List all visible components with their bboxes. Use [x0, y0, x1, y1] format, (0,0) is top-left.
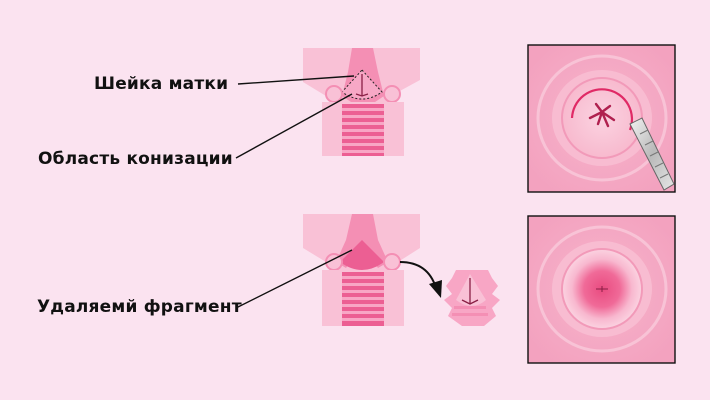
top-right-bump	[383, 85, 401, 103]
cervical-os-mark-bottom	[596, 286, 608, 292]
top-left-bump	[325, 85, 343, 103]
top-vagina-stripes	[342, 104, 384, 156]
cervical-os-mark	[588, 102, 616, 128]
bottom-cervix-view-panel	[527, 215, 676, 364]
top-cervix-view-panel	[527, 44, 676, 193]
bottom-right-bump	[383, 253, 401, 271]
leader-cervix	[237, 75, 355, 85]
leader-conization	[235, 93, 353, 159]
top-anatomy	[303, 48, 420, 156]
bottom-removed-cone	[340, 240, 384, 270]
bottom-anatomy	[303, 214, 420, 326]
leader-fragment	[235, 249, 353, 309]
label-cervix: Шейка матки	[94, 74, 229, 94]
excised-fragment	[444, 270, 500, 326]
bottom-vagina-stripes	[342, 272, 384, 326]
conization-needle-icon	[629, 117, 675, 191]
top-canal-mark	[355, 74, 369, 97]
curved-arrow-icon	[399, 261, 442, 298]
label-conization-area: Область конизации	[38, 149, 233, 169]
label-removed-fragment: Удаляемй фрагмент	[37, 297, 242, 317]
